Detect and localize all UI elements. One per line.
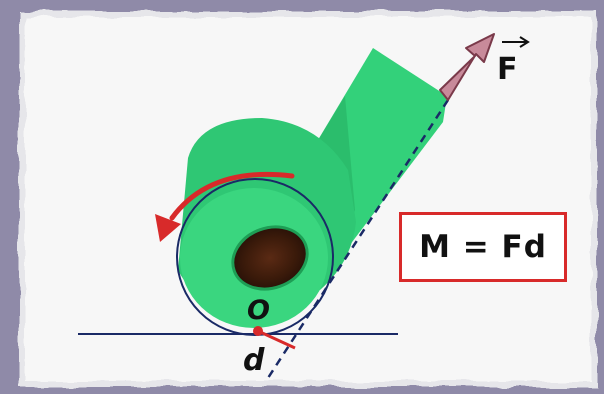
formula-box: M = Fd xyxy=(399,212,567,282)
roll-core-rim xyxy=(231,225,309,291)
force-label: F xyxy=(497,52,518,87)
pivot-point-o xyxy=(253,326,263,336)
vector-arrow-icon xyxy=(502,36,530,48)
lever-arm-d xyxy=(257,329,296,350)
force-arrow xyxy=(439,33,495,101)
rotation-arrow xyxy=(169,171,295,221)
lever-arm-label: d xyxy=(243,343,265,378)
roll-core-hole xyxy=(232,226,308,290)
rotation-arrowhead xyxy=(155,214,181,242)
moment-formula: M = Fd xyxy=(419,229,547,265)
pivot-label: O xyxy=(247,295,270,326)
